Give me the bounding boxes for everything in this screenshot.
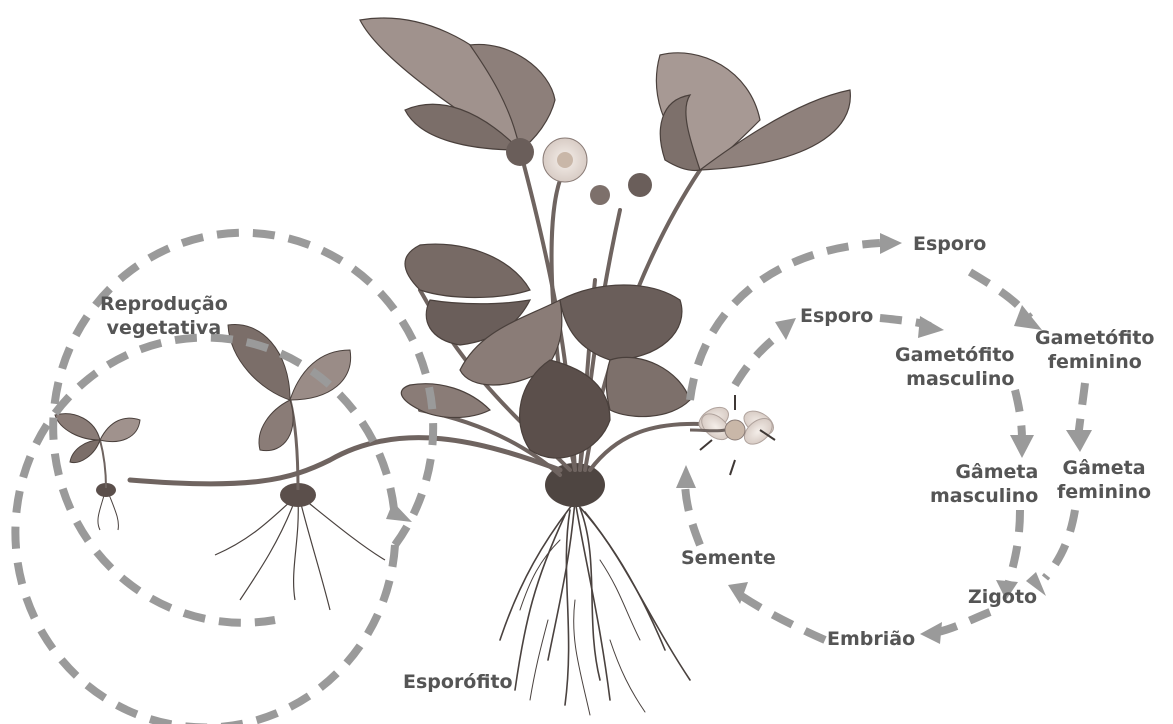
label-gametofito-masc-line2: masculino (895, 367, 1014, 391)
label-gameta-fem-line1: Gâmeta (1057, 456, 1151, 480)
label-gametofito-masc-line1: Gametófito (895, 343, 1014, 367)
label-embriao: Embrião (827, 627, 915, 651)
label-reproducao-line1: Reprodução (100, 292, 228, 316)
label-gameta-feminino: Gâmeta feminino (1057, 456, 1151, 504)
arrow-to-esporo-inner (735, 330, 785, 385)
arrow-semente-to-flower (685, 480, 700, 545)
label-gametofito-fem-line1: Gametófito (1035, 326, 1154, 350)
arrow-to-zigoto-right (1045, 510, 1075, 578)
label-gameta-masc-line1: Gâmeta (930, 460, 1038, 484)
daughter-plant-large (215, 324, 385, 610)
label-gametofito-feminino: Gametófito feminino (1035, 326, 1154, 374)
arrow-to-semente (740, 595, 825, 640)
label-reproducao-line2: vegetativa (100, 316, 228, 340)
label-gameta-masc-line2: masculino (930, 484, 1038, 508)
label-reproducao-vegetativa: Reprodução vegetativa (100, 292, 228, 340)
main-flowers (506, 138, 652, 205)
main-roots (500, 500, 690, 715)
daughter-plant-small (55, 414, 140, 530)
arrow-to-gameta-fem (1078, 383, 1085, 438)
runner-stolon (130, 438, 560, 484)
label-gameta-fem-line2: feminino (1057, 480, 1151, 504)
cycle-flower (690, 395, 778, 475)
label-esporofito: Esporófito (403, 670, 513, 694)
main-plant-illustration (360, 18, 850, 715)
arrow-to-embriao (938, 612, 990, 632)
label-gametofito-fem-line2: feminino (1035, 350, 1154, 374)
label-gametofito-masculino: Gametófito masculino (895, 343, 1014, 391)
label-gameta-masculino: Gâmeta masculino (930, 460, 1038, 508)
label-esporo-outer: Esporo (913, 232, 986, 256)
label-zigoto: Zigoto (968, 585, 1037, 609)
label-esporo-inner: Esporo (800, 304, 873, 328)
arrow-to-gameta-masc (1015, 390, 1022, 440)
arrow-to-zigoto-left (1008, 510, 1020, 585)
label-semente: Semente (681, 546, 776, 570)
